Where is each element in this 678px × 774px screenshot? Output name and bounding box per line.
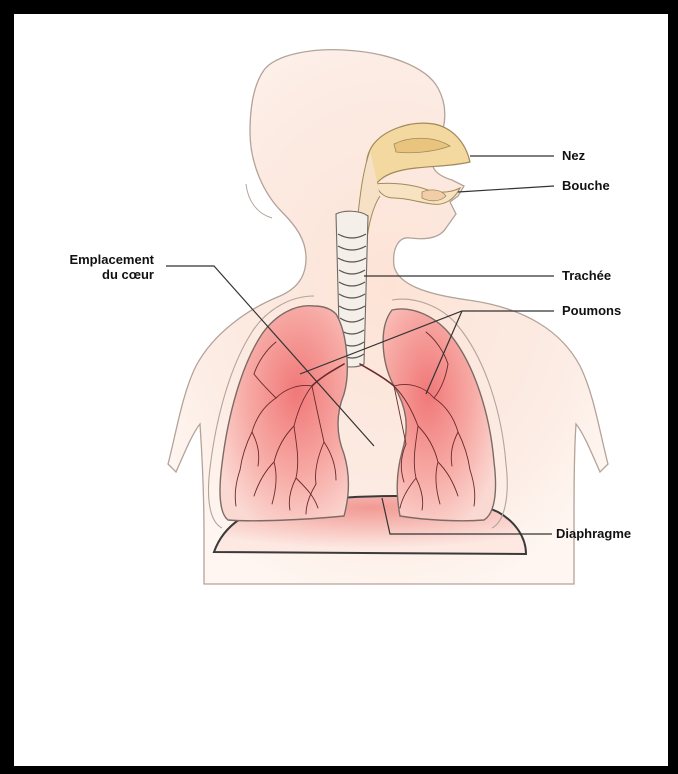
respiratory-system-illustration	[14, 14, 668, 766]
label-nose: Nez	[562, 148, 585, 163]
label-heart-line2: du cœur	[20, 267, 154, 282]
label-heart-line1: Emplacement	[20, 252, 154, 267]
label-mouth: Bouche	[562, 178, 610, 193]
label-diaphragm: Diaphragme	[556, 526, 631, 541]
leader-line-mouth	[458, 186, 554, 192]
label-trachea: Trachée	[562, 268, 611, 283]
label-lungs: Poumons	[562, 303, 621, 318]
diagram-frame: Nez Bouche Trachée Poumons Emplacement d…	[14, 14, 668, 766]
